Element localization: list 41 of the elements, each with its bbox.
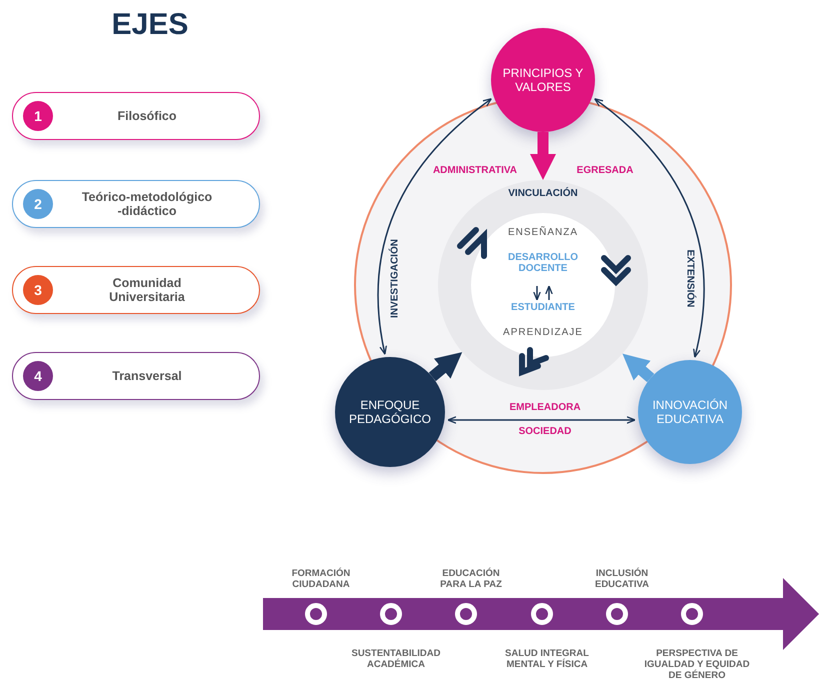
arrow — [594, 98, 705, 358]
axis-label: Transversal — [111, 369, 183, 383]
edge-label: EXTENSIÓN — [684, 248, 696, 310]
category-label: ADMINISTRATIVA — [432, 165, 518, 176]
arrow — [428, 352, 462, 382]
number-badge: 1 — [23, 101, 53, 131]
node-label: ESTUDIANTE — [490, 302, 596, 318]
milestone-label: PERSPECTIVA DE IGUALDAD Y EQUIDAD DE GÉNERO — [643, 648, 751, 681]
cycle-label: APRENDIZAJE — [502, 327, 584, 338]
innovation-circle: INNOVACIÓN EDUCATIVA — [638, 360, 742, 464]
arrow — [530, 132, 556, 180]
arrow — [377, 98, 492, 355]
axis-label: Teórico-metodológico -didáctico — [80, 190, 214, 218]
category-label: SOCIEDAD — [518, 426, 572, 437]
axis-pill — [12, 92, 260, 140]
number-badge: 3 — [23, 275, 53, 305]
axis-label: Comunidad Universitaria — [108, 276, 186, 304]
arrow — [533, 286, 541, 301]
number-badge: 4 — [23, 361, 53, 391]
milestone-label: INCLUSIÓN EDUCATIVA — [594, 568, 650, 590]
cycle-label: ENSEÑANZA — [506, 227, 580, 238]
node-label: DESARROLLO DOCENTE — [490, 252, 596, 284]
approach-circle: ENFOQUE PEDAGÓGICO — [335, 357, 445, 467]
axis-label: Filosófico — [116, 109, 178, 123]
axis-pill — [12, 266, 260, 314]
arrow — [622, 354, 654, 382]
milestone-label: EDUCACIÓN PARA LA PAZ — [439, 568, 503, 590]
category-label: EGRESADA — [576, 165, 634, 176]
axis-pill — [12, 352, 260, 400]
milestone-label: SUSTENTABILIDAD ACADÉMICA — [350, 648, 442, 670]
ring-label: VINCULACIÓN — [507, 188, 579, 199]
milestone-label: SALUD INTEGRAL MENTAL Y FÍSICA — [504, 648, 590, 670]
title: EJES — [110, 8, 190, 42]
edge-label: INVESTIGACIÓN — [390, 238, 400, 320]
principle-circle: PRINCIPIOS Y VALORES — [491, 28, 595, 132]
arrow — [545, 285, 553, 300]
number-badge: 2 — [23, 189, 53, 219]
axis-pill — [12, 180, 260, 228]
category-label: EMPLEADORA — [508, 402, 582, 413]
milestone-label: FORMACIÓN CIUDADANA — [290, 568, 352, 590]
arrow — [447, 416, 636, 424]
